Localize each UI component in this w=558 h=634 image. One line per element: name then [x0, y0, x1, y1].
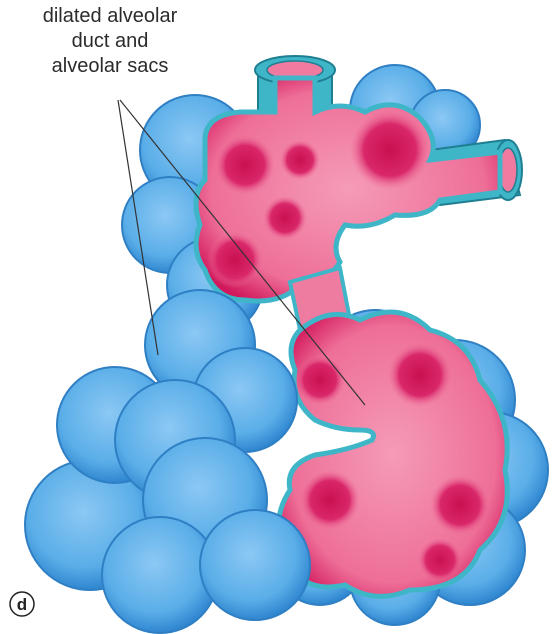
panel-label-text: d — [17, 595, 27, 614]
panel-label: d — [10, 592, 34, 616]
annotation-line-2: duct and — [72, 30, 149, 52]
annotation-line-1: dilated alveolar — [43, 5, 178, 27]
annotation-label: dilated alveolar duct and alveolar sacs — [43, 5, 178, 77]
annotation-line-3: alveolar sacs — [52, 55, 169, 77]
alveolar-cluster-left — [25, 290, 310, 633]
